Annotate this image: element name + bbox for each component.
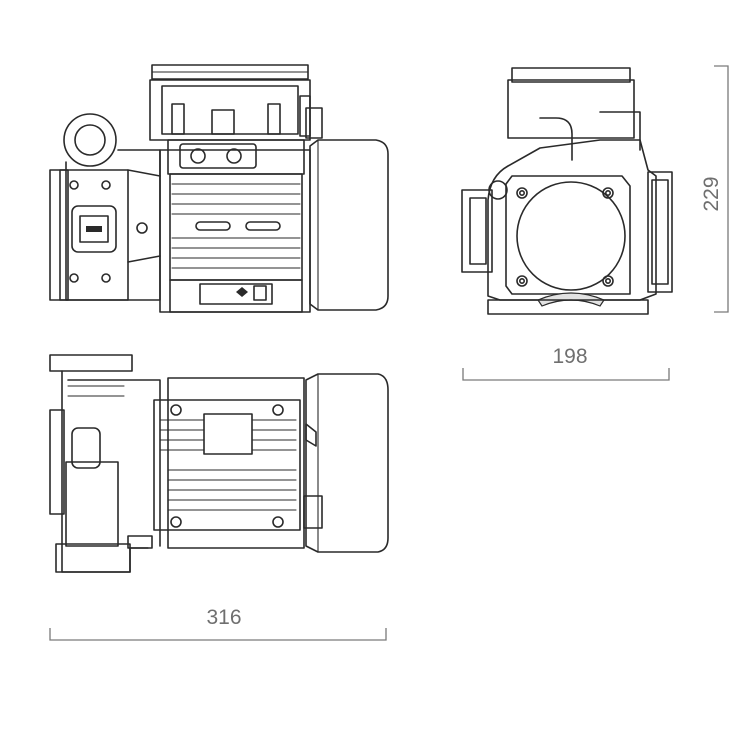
dimension-height-front: 229 [700, 65, 729, 313]
dimension-width-front: 198 [462, 345, 670, 381]
motor-body [159, 149, 311, 313]
top-cooling-fins [159, 419, 297, 511]
terminal-box [149, 64, 311, 141]
cooling-fins [171, 183, 301, 269]
pump-head [49, 113, 161, 301]
dimension-width-side-label: 316 [206, 606, 241, 629]
fan-cover [305, 107, 389, 311]
pump-top-view [49, 354, 389, 573]
top-motor-body [127, 377, 305, 549]
front-terminal-box [507, 79, 635, 139]
pump-cover [505, 175, 631, 307]
top-fan-cover [303, 373, 389, 553]
dimension-width-side: 316 [49, 606, 387, 641]
dimension-height-front-label: 229 [700, 176, 723, 211]
pump-side-view [49, 64, 389, 313]
pump-front-view [461, 67, 673, 315]
front-base [487, 299, 649, 315]
dimension-width-front-label: 198 [552, 345, 587, 368]
front-terminal-lid [511, 67, 631, 83]
connector-plate [167, 139, 305, 175]
top-pump-head [49, 354, 161, 573]
